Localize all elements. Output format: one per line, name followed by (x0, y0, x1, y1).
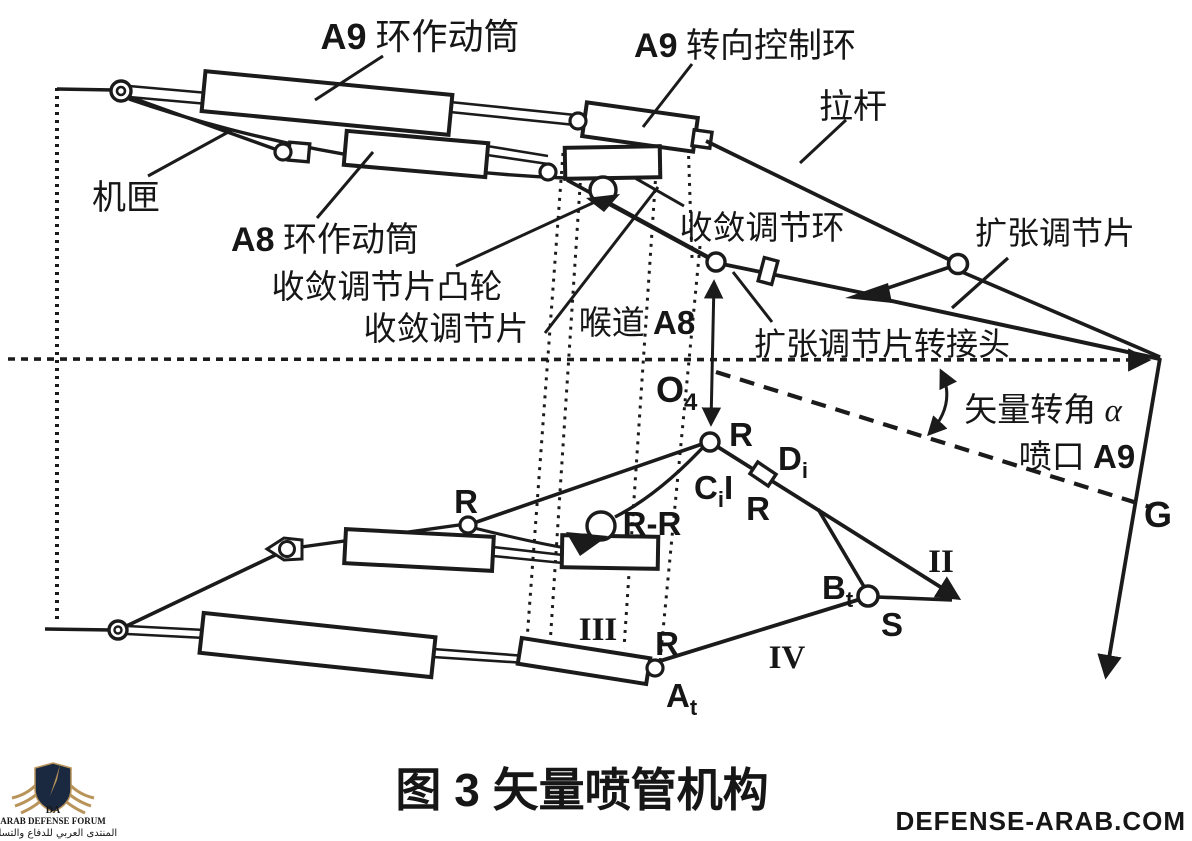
a9-steering-ring-body (579, 100, 701, 154)
joints-and-blocks (107, 79, 970, 678)
link-iv: IV (769, 640, 806, 676)
label-nozzle-exit: 喷口 A9 (1019, 438, 1135, 476)
label-tie-rod: 拉杆 (819, 88, 887, 126)
link-ii: II (928, 544, 954, 580)
label-convergent-ring: 收敛调节环 (680, 210, 845, 247)
point-o4: O4 (656, 369, 698, 416)
figure-caption: 图 3 矢量喷管机构 (395, 764, 768, 816)
watermark-text: DEFENSE-ARAB.COM (896, 806, 1186, 836)
actuator-cylinders (126, 69, 714, 687)
point-r-top: R (729, 416, 753, 453)
a8-actuator-body (341, 128, 491, 180)
logo-name-en: ARAB DEFENSE FORUM (0, 816, 106, 826)
label-a9-steering-ring: A9 转向控制环 (634, 27, 856, 65)
label-vector-angle: 矢量转角 α (964, 392, 1122, 429)
label-casing: 机匣 (92, 179, 160, 217)
construction-lines (7, 88, 1152, 663)
label-divergent-flap-adapter: 扩张调节片转接头 (754, 326, 1010, 362)
logo-name-ar: المنتدى العربي للدفاع والتسليح (0, 828, 117, 839)
point-r-left: R (454, 483, 478, 520)
link-iii: III (579, 612, 618, 648)
point-a-t: At (666, 677, 698, 720)
point-s: S (881, 606, 903, 643)
label-r-r-section: R-R (623, 505, 682, 542)
leader-lines (147, 54, 848, 334)
lower-actuator-body (197, 610, 438, 680)
label-throat: 喉道 A8 (579, 304, 695, 342)
linkage-lines (286, 139, 1162, 680)
point-b-t: Bt (822, 569, 854, 612)
point-c-i: CiI (694, 469, 733, 512)
casing-links (44, 87, 566, 632)
forum-logo: DA ARAB DEFENSE FORUM المنتدى العربي للد… (0, 762, 117, 839)
point-g: G (1144, 494, 1172, 535)
logo-monogram: DA (46, 805, 61, 816)
label-convergent-flap-cam: 收敛调节片凸轮 (272, 269, 503, 306)
point-r-bottom: R (655, 625, 679, 662)
logo-bolt (50, 765, 60, 796)
point-d-i: Di (778, 440, 808, 483)
diagram-labels: A9 环作动筒 A9 转向控制环 拉杆 机匣 A8 环作动筒 收敛调节环 收敛调… (92, 16, 1172, 720)
label-convergent-flap: 收敛调节片 (364, 311, 529, 348)
label-divergent-flap: 扩张调节片 (975, 215, 1135, 251)
label-a8-actuator: A8 环作动筒 (231, 221, 419, 259)
label-a9-actuator: A9 环作动筒 (320, 16, 519, 57)
point-r-mid: R (746, 490, 770, 527)
a9-actuator-body (199, 69, 455, 137)
